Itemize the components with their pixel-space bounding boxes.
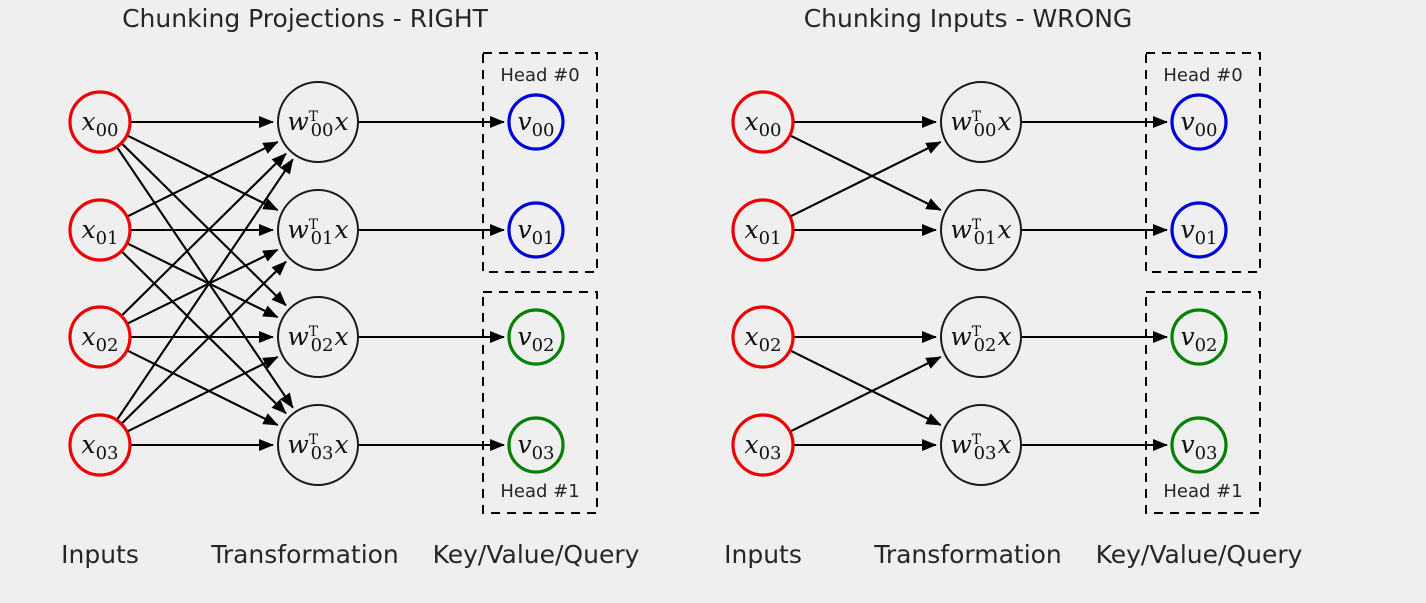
output-node-label-v02: v02	[1180, 322, 1217, 356]
column-label-0: Inputs	[61, 540, 139, 569]
input-node-x03[interactable]	[731, 413, 795, 477]
panel-title: Chunking Inputs - WRONG	[804, 4, 1133, 33]
output-node-label-v00: v00	[1180, 107, 1217, 141]
input-node-label-x00: x00	[81, 107, 118, 141]
head-box-head0	[1145, 52, 1261, 273]
input-node-label-x03: x03	[744, 430, 781, 464]
output-node-v01[interactable]	[507, 201, 565, 259]
input-node-x01[interactable]	[68, 198, 132, 262]
edge-input-to-transform	[120, 152, 287, 317]
transform-node-w03[interactable]	[277, 404, 359, 486]
head-box-head0	[482, 52, 598, 273]
edge-input-to-transform	[126, 141, 279, 218]
edge-input-to-transform	[126, 349, 279, 426]
transform-node-w00[interactable]	[940, 81, 1022, 163]
head-label-head1: Head #1	[1163, 481, 1242, 502]
edge-input-to-transform	[789, 134, 942, 211]
output-node-label-v03: v03	[517, 430, 554, 464]
output-node-label-v02: v02	[517, 322, 554, 356]
output-node-v02[interactable]	[1170, 308, 1228, 366]
head-label-head0: Head #0	[500, 65, 579, 86]
transform-node-w00[interactable]	[277, 81, 359, 163]
input-node-label-x01: x01	[81, 215, 118, 249]
input-node-label-x02: x02	[744, 322, 781, 356]
edge-input-to-transform	[115, 146, 294, 409]
input-node-label-x00: x00	[744, 107, 781, 141]
panel-right: Chunking Inputs - WRONG Head #0 Head #1 x00…	[724, 4, 1302, 569]
input-node-x01[interactable]	[731, 198, 795, 262]
edge-input-to-transform	[115, 158, 294, 421]
input-node-label-x03: x03	[81, 430, 118, 464]
output-node-v01[interactable]	[1170, 201, 1228, 259]
output-node-label-v01: v01	[517, 215, 554, 249]
head-label-head0: Head #0	[1163, 65, 1242, 86]
head-box-head1	[482, 291, 598, 514]
output-node-v00[interactable]	[507, 93, 565, 151]
transform-node-w01[interactable]	[277, 189, 359, 271]
transform-node-w01[interactable]	[940, 189, 1022, 271]
output-node-v02[interactable]	[507, 308, 565, 366]
output-node-label-v03: v03	[1180, 430, 1217, 464]
head-label-head1: Head #1	[500, 481, 579, 502]
column-label-1: Transformation	[873, 540, 1062, 569]
head-box-head1	[1145, 291, 1261, 514]
edge-input-to-transform	[126, 356, 279, 433]
input-node-label-x01: x01	[744, 215, 781, 249]
output-node-v03[interactable]	[1170, 416, 1228, 474]
input-node-x02[interactable]	[731, 305, 795, 369]
input-node-x03[interactable]	[68, 413, 132, 477]
edge-input-to-transform	[126, 248, 279, 325]
edge-input-to-transform	[126, 134, 279, 211]
transform-node-w03[interactable]	[940, 404, 1022, 486]
panel-title: Chunking Projections - RIGHT	[122, 4, 489, 33]
column-label-1: Transformation	[210, 540, 399, 569]
output-node-v03[interactable]	[507, 416, 565, 474]
transform-node-w02[interactable]	[277, 296, 359, 378]
edge-input-to-transform	[120, 250, 287, 415]
input-node-x02[interactable]	[68, 305, 132, 369]
output-node-label-v00: v00	[517, 107, 554, 141]
column-label-0: Inputs	[724, 540, 802, 569]
edge-input-to-transform	[789, 349, 942, 426]
edge-input-to-transform	[120, 260, 287, 425]
output-node-v00[interactable]	[1170, 93, 1228, 151]
input-node-label-x02: x02	[81, 322, 118, 356]
edge-input-to-transform	[120, 142, 287, 307]
edge-input-to-transform	[126, 242, 279, 319]
transform-node-w02[interactable]	[940, 296, 1022, 378]
panel-left: Chunking Projections - RIGHT Head #0 Head …	[61, 4, 639, 569]
edge-input-to-transform	[789, 356, 942, 433]
input-node-x00[interactable]	[731, 90, 795, 154]
edge-input-to-transform	[789, 141, 942, 218]
column-label-2: Key/Value/Query	[433, 540, 640, 569]
input-node-x00[interactable]	[68, 90, 132, 154]
output-node-label-v01: v01	[1180, 215, 1217, 249]
column-label-2: Key/Value/Query	[1096, 540, 1303, 569]
